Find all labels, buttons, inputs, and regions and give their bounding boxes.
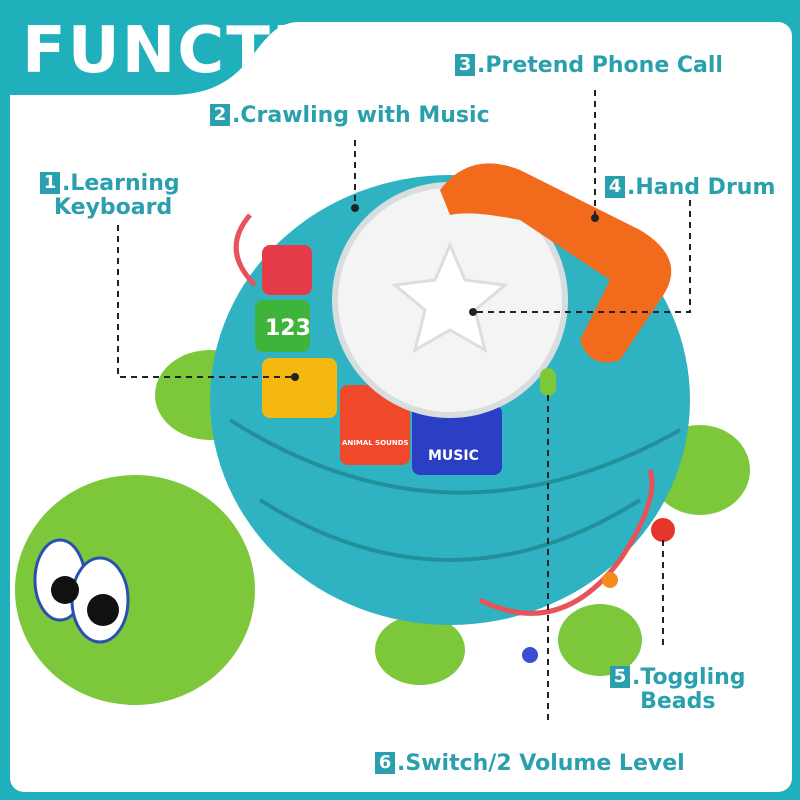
feature-number: 6 (375, 752, 395, 774)
turtle-leg (558, 604, 642, 676)
shell-pattern (228, 418, 681, 495)
star-icon (391, 241, 509, 354)
feature-phone-call: 3.Pretend Phone Call (455, 54, 723, 78)
leader-dot (591, 214, 599, 222)
feature-hand-drum: 4.Hand Drum (605, 176, 775, 200)
volume-switch (540, 368, 556, 396)
leader-dot (351, 204, 359, 212)
feature-number: 5 (610, 666, 630, 688)
turtle-leg (375, 615, 465, 685)
feature-number: 1 (40, 172, 60, 194)
bead-string (233, 213, 257, 287)
title-banner (0, 0, 800, 95)
pupil (51, 576, 79, 604)
key-music-label: MUSIC (428, 448, 479, 464)
shell-pattern (258, 498, 642, 562)
leader-line (117, 225, 295, 378)
feature-switch-volume: 6.Switch/2 Volume Level (375, 752, 685, 776)
key-lullaby (262, 358, 337, 418)
page-title: FUNCTION (22, 14, 410, 88)
feature-label: .Toggling (632, 665, 746, 690)
feature-number: 4 (605, 176, 625, 198)
bead (602, 572, 618, 588)
feature-label: .Pretend Phone Call (477, 53, 723, 78)
feature-crawling: 2.Crawling with Music (210, 104, 490, 128)
feature-label: .Hand Drum (627, 175, 776, 200)
key-animal-label: ANIMAL SOUNDS (342, 439, 409, 447)
feature-label: .Switch/2 Volume Level (397, 751, 685, 776)
key-numbers (255, 300, 310, 352)
leader-lines (117, 90, 691, 725)
key-letters (262, 245, 312, 295)
bead-string (478, 469, 655, 616)
key-music (412, 405, 502, 475)
bead (651, 518, 675, 542)
key-animal (340, 385, 410, 465)
pupil (87, 594, 119, 626)
feature-number: 3 (455, 54, 475, 76)
key-numbers-label: 123 (265, 316, 311, 341)
bead (522, 647, 538, 663)
feature-label: Beads (640, 689, 716, 714)
turtle-head (15, 475, 255, 705)
leader-dot (469, 308, 477, 316)
feature-label: Keyboard (54, 195, 173, 220)
feature-label: .Crawling with Music (232, 103, 490, 128)
leader-dot (291, 373, 299, 381)
feature-number: 2 (210, 104, 230, 126)
leader-line (473, 200, 691, 313)
feature-label: .Learning (62, 171, 180, 196)
